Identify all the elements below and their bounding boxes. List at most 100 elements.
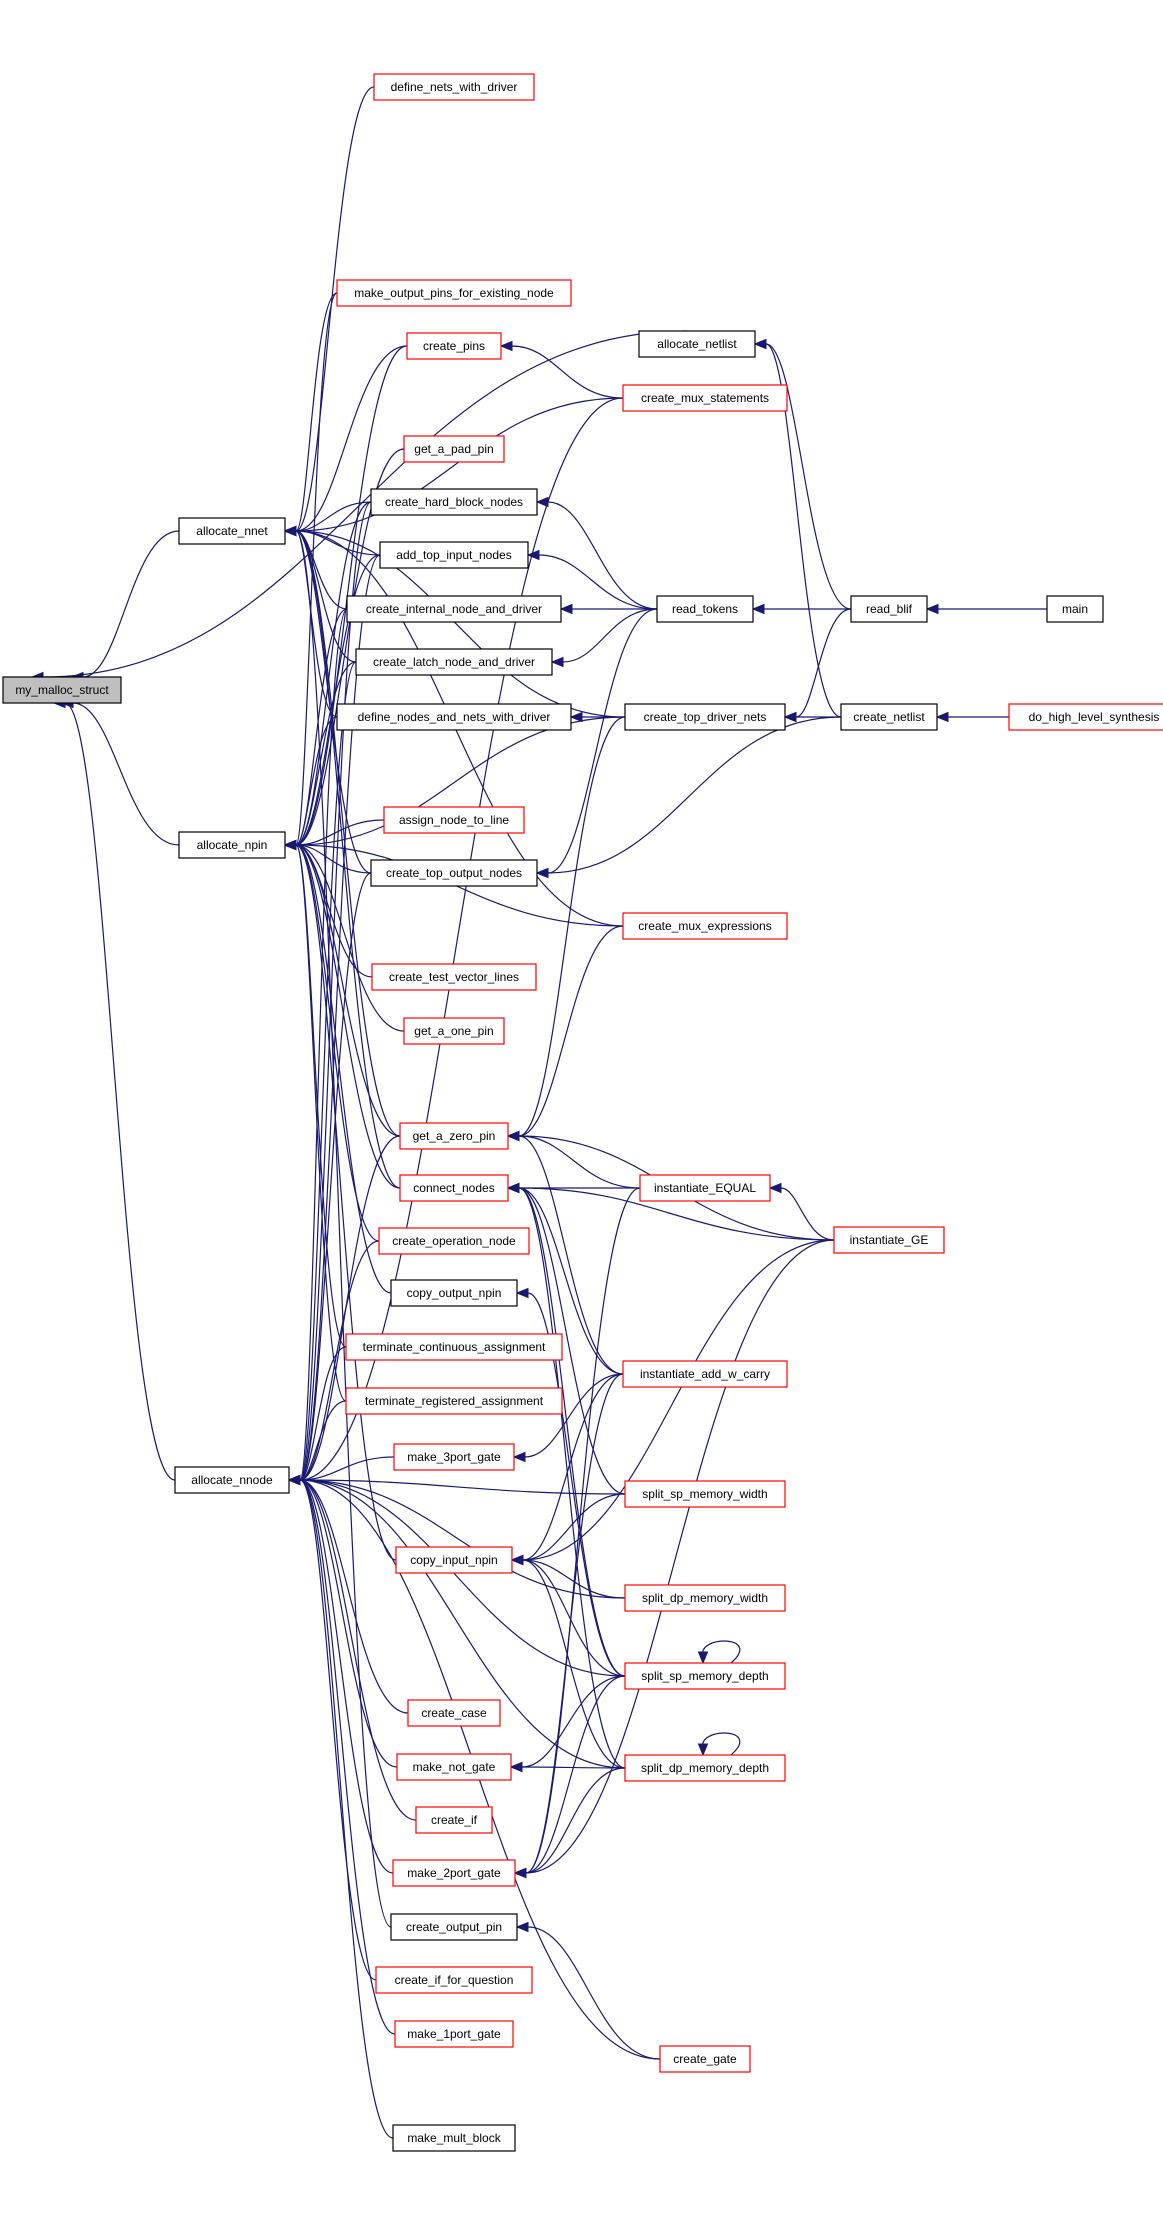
node-create-netlist[interactable]: create_netlist xyxy=(840,703,938,731)
node-label: create_mux_statements xyxy=(641,391,769,405)
node-get-a-zero-pin[interactable]: get_a_zero_pin xyxy=(399,1122,509,1150)
node-box xyxy=(373,73,535,101)
edge-create_netlist-to-allocate_netlist xyxy=(753,338,842,718)
node-make-not-gate[interactable]: make_not_gate xyxy=(396,1753,512,1781)
node-label: get_a_zero_pin xyxy=(413,1129,496,1143)
node-define-nodes-and-nets-with-driver[interactable]: define_nodes_and_nets_with_driver xyxy=(336,703,572,731)
edge-create_mux_statements-to-create_pins xyxy=(499,340,624,399)
node-box xyxy=(403,435,505,463)
node-instantiate-GE[interactable]: instantiate_GE xyxy=(833,1226,945,1254)
node-get-a-pad-pin[interactable]: get_a_pad_pin xyxy=(403,435,505,463)
node-instantiate-EQUAL[interactable]: instantiate_EQUAL xyxy=(639,1174,771,1202)
node-box xyxy=(399,1122,509,1150)
node-make-2port-gate[interactable]: make_2port_gate xyxy=(392,1859,516,1887)
node-create-case[interactable]: create_case xyxy=(407,1699,501,1727)
node-label: allocate_nnet xyxy=(196,524,268,538)
node-assign-node-to-line[interactable]: assign_node_to_line xyxy=(383,806,525,834)
node-allocate-npin[interactable]: allocate_npin xyxy=(178,831,286,859)
node-make-output-pins-for-existing-node[interactable]: make_output_pins_for_existing_node xyxy=(336,279,572,307)
node-split-dp-memory-depth[interactable]: split_dp_memory_depth xyxy=(624,1754,786,1782)
node-terminate-registered-assignment[interactable]: terminate_registered_assignment xyxy=(345,1387,563,1415)
node-box xyxy=(1008,703,1163,731)
node-create-pins[interactable]: create_pins xyxy=(406,332,502,360)
node-connect-nodes[interactable]: connect_nodes xyxy=(399,1174,509,1202)
node-do-high-level-synthesis[interactable]: do_high_level_synthesis xyxy=(1008,703,1163,731)
node-create-mux-statements[interactable]: create_mux_statements xyxy=(622,384,788,412)
edge-create_top_driver_nets-to-get_a_zero_pin xyxy=(506,716,626,1142)
node-create-operation-node[interactable]: create_operation_node xyxy=(378,1227,530,1255)
node-split-sp-memory-depth[interactable]: split_sp_memory_depth xyxy=(624,1662,786,1690)
node-box xyxy=(394,2020,514,2048)
node-label: create_hard_block_nodes xyxy=(385,495,523,509)
node-copy-input-npin[interactable]: copy_input_npin xyxy=(395,1546,513,1574)
node-label: create_output_pin xyxy=(406,1920,502,1934)
node-terminate-continuous-assignment[interactable]: terminate_continuous_assignment xyxy=(345,1333,563,1361)
node-copy-output-npin[interactable]: copy_output_npin xyxy=(390,1279,518,1307)
node-make-3port-gate[interactable]: make_3port_gate xyxy=(393,1443,515,1471)
edge-create_mux_expressions-to-get_a_zero_pin xyxy=(506,925,624,1142)
node-create-top-driver-nets[interactable]: create_top_driver_nets xyxy=(624,703,786,731)
edge-define_nets_with_driver-to-allocate_nnet xyxy=(283,86,375,537)
node-my-malloc-struct[interactable]: my_malloc_struct xyxy=(2,676,122,704)
node-add-top-input-nodes[interactable]: add_top_input_nodes xyxy=(379,541,529,569)
node-create-test-vector-lines[interactable]: create_test_vector_lines xyxy=(371,963,537,991)
node-define-nets-with-driver[interactable]: define_nets_with_driver xyxy=(373,73,535,101)
edge-terminate_registered_assignment-to-allocate_nnode xyxy=(287,1400,347,1486)
node-box xyxy=(624,1584,786,1612)
node-box xyxy=(375,1966,533,1994)
node-label: add_top_input_nodes xyxy=(396,548,511,562)
node-split-dp-memory-width[interactable]: split_dp_memory_width xyxy=(624,1584,786,1612)
node-box xyxy=(624,703,786,731)
node-label: make_1port_gate xyxy=(407,2027,501,2041)
node-box xyxy=(622,384,788,412)
node-read-blif[interactable]: read_blif xyxy=(850,595,928,623)
node-create-output-pin[interactable]: create_output_pin xyxy=(390,1913,518,1941)
node-instantiate-add-w-carry[interactable]: instantiate_add_w_carry xyxy=(622,1360,788,1388)
edge-create_gate-to-create_output_pin xyxy=(515,1921,661,2060)
edge-split_dp_memory_depth-to-copy_input_npin xyxy=(510,1554,626,1769)
edge-allocate_nnode-to-my_malloc_struct xyxy=(52,697,176,1481)
edge-make_not_gate-to-allocate_nnode xyxy=(287,1474,398,1768)
node-create-mux-expressions[interactable]: create_mux_expressions xyxy=(622,912,788,940)
node-label: allocate_nnode xyxy=(191,1473,273,1487)
node-create-gate[interactable]: create_gate xyxy=(659,2045,751,2073)
node-box xyxy=(403,1017,505,1045)
node-box xyxy=(355,648,553,676)
node-label: split_sp_memory_depth xyxy=(641,1669,768,1683)
node-create-top-output-nodes[interactable]: create_top_output_nodes xyxy=(370,859,538,887)
node-create-hard-block-nodes[interactable]: create_hard_block_nodes xyxy=(370,488,538,516)
node-create-internal-node-and-driver[interactable]: create_internal_node_and_driver xyxy=(346,595,562,623)
nodes-layer: my_malloc_struct allocate_nnet allocate_np… xyxy=(2,73,1163,2152)
node-label: copy_output_npin xyxy=(407,1286,502,1300)
edge-instantiate_GE-to-instantiate_EQUAL xyxy=(768,1182,835,1241)
node-create-if-for-question[interactable]: create_if_for_question xyxy=(375,1966,533,1994)
edge-split_dp_memory_depth-to-split_dp_memory_depth xyxy=(697,1732,741,1757)
node-box xyxy=(370,488,538,516)
node-allocate-nnet[interactable]: allocate_nnet xyxy=(178,517,286,545)
node-label: define_nodes_and_nets_with_driver xyxy=(358,710,551,724)
node-make-mult-block[interactable]: make_mult_block xyxy=(392,2124,516,2152)
node-label: create_operation_node xyxy=(392,1234,516,1248)
node-allocate-nnode[interactable]: allocate_nnode xyxy=(174,1466,290,1494)
node-label: make_output_pins_for_existing_node xyxy=(354,286,554,300)
node-box xyxy=(178,517,286,545)
node-create-latch-node-and-driver[interactable]: create_latch_node_and_driver xyxy=(355,648,553,676)
node-read-tokens[interactable]: read_tokens xyxy=(656,595,754,623)
edge-read_tokens-to-create_top_output_nodes xyxy=(535,608,658,879)
node-allocate-netlist[interactable]: allocate_netlist xyxy=(638,330,756,358)
node-get-a-one-pin[interactable]: get_a_one_pin xyxy=(403,1017,505,1045)
node-label: create_netlist xyxy=(853,710,925,724)
edge-create_output_pin-to-allocate_nnet xyxy=(283,525,392,1928)
edge-split_sp_memory_depth-to-make_not_gate xyxy=(509,1675,626,1773)
edge-split_sp_memory_width-to-copy_input_npin xyxy=(510,1493,626,1566)
node-label: create_test_vector_lines xyxy=(389,970,519,984)
edge-create_netlist-to-create_top_driver_nets xyxy=(783,711,842,723)
node-make-1port-gate[interactable]: make_1port_gate xyxy=(394,2020,514,2048)
node-create-if[interactable]: create_if xyxy=(415,1806,493,1834)
node-split-sp-memory-width[interactable]: split_sp_memory_width xyxy=(624,1480,786,1508)
node-box xyxy=(370,859,538,887)
node-box xyxy=(639,1174,771,1202)
node-label: make_mult_block xyxy=(407,2131,501,2145)
node-main[interactable]: main xyxy=(1046,595,1104,623)
